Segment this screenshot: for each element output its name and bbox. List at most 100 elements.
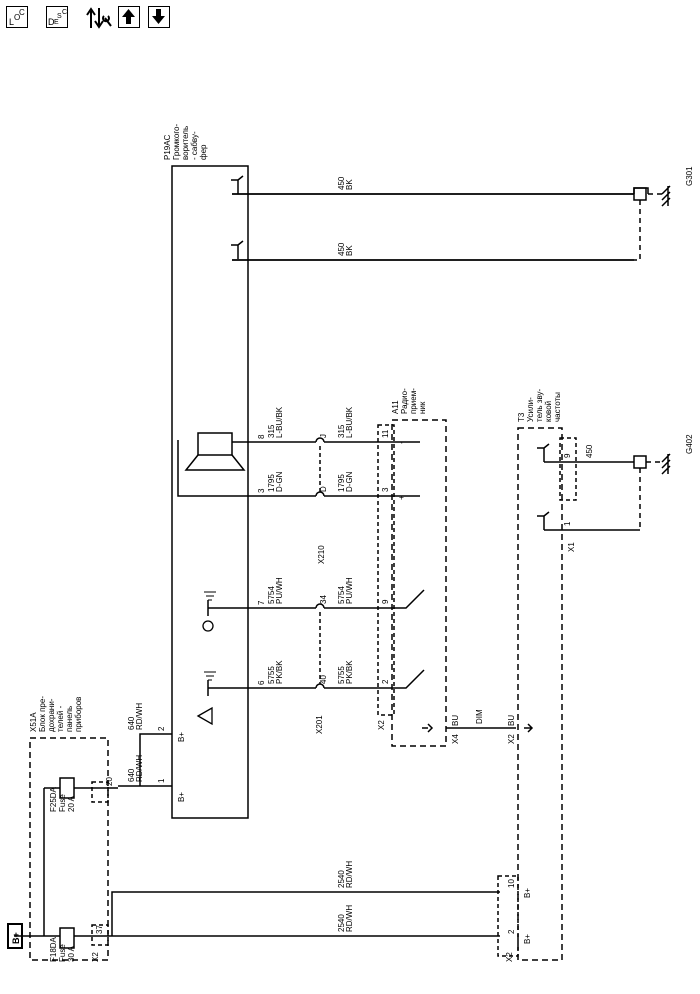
pin-3: 3 xyxy=(257,488,266,493)
wire-2540a-circuit: 2540 xyxy=(337,870,346,888)
pin-8: 8 xyxy=(257,434,266,439)
p19ac-name-1: Громкого- xyxy=(172,123,181,160)
wire-450b-circuit: 450 xyxy=(337,242,346,256)
wire-dim-label: DIM xyxy=(475,709,484,724)
pin-bu-a11: BU xyxy=(451,715,460,726)
t3-name-1: Усили- xyxy=(526,397,535,422)
wire-1795b-color: D-GN xyxy=(345,471,354,492)
diagnostic-info-icon[interactable] xyxy=(86,6,114,30)
pin-34: 34 xyxy=(319,595,328,604)
pin-2-t3: 2 xyxy=(507,929,516,934)
a11-name-3: ник xyxy=(418,401,427,414)
pin-bplus-t3b: B+ xyxy=(523,934,532,944)
previous-page-button[interactable] xyxy=(118,6,140,28)
wire-550a-circuit: 450 xyxy=(585,444,594,458)
pin-2: 2 xyxy=(157,726,166,731)
pin-6: 6 xyxy=(257,680,266,685)
wire-640a-circuit: 640 xyxy=(127,716,136,730)
wire-1795b-circuit: 1795 xyxy=(337,474,346,492)
ground-symbols xyxy=(196,591,216,726)
t3-name-3: ковой xyxy=(544,401,553,422)
a11-name-2: прием- xyxy=(409,388,418,414)
pin-37: 37 xyxy=(95,925,104,934)
pin-10: 10 xyxy=(507,879,516,888)
fuse-f25da-name: F25DA xyxy=(49,786,58,812)
x51a-name-1: Блок пре- xyxy=(38,696,47,732)
speaker-icon xyxy=(184,432,246,471)
pin-2-a11: 2 xyxy=(381,679,390,684)
arrow-up-icon xyxy=(122,9,135,24)
a11-box xyxy=(391,419,447,747)
ground-g402-icon xyxy=(661,453,671,475)
connector-x1: X1 xyxy=(567,542,576,552)
pin-d: D xyxy=(319,486,328,492)
pin-j-icon xyxy=(315,437,325,443)
location-button[interactable]: L O C xyxy=(6,6,28,28)
battery-bplus-box xyxy=(7,923,23,949)
wire-5754a-circuit: 5754 xyxy=(267,586,276,604)
fuse-f25da-rating: 20 A xyxy=(67,795,76,812)
wire-5754a-color: PU/WH xyxy=(275,577,284,604)
ground-g402-label: G402 xyxy=(685,434,694,454)
fuse-f18da-type: Fuse xyxy=(58,944,67,962)
internal-ground-icon xyxy=(231,175,244,259)
t3-box xyxy=(517,427,563,961)
t3-name-4: частоты xyxy=(553,392,562,422)
p19ac-name-4: фер xyxy=(199,144,208,160)
wire-640b-circuit: 640 xyxy=(127,768,136,782)
pin-bu-t3: BU xyxy=(507,715,516,726)
p19ac-box xyxy=(171,165,249,819)
wire-2540b-circuit: 2540 xyxy=(337,914,346,932)
connector-x2-a11: X2 xyxy=(377,720,386,730)
x51a-name-5: приборов xyxy=(74,697,83,732)
x51a-name-4: панель xyxy=(65,706,74,732)
a11-name-1: Радио- xyxy=(400,388,409,414)
wire-640b-color: RD/WH xyxy=(135,755,144,782)
wire-315b-color: L-BU/BK xyxy=(345,406,354,438)
description-button[interactable]: D E S C xyxy=(46,6,68,28)
pin-bplus-top: B+ xyxy=(177,732,186,742)
pin-9-t3: 9 xyxy=(563,453,572,458)
wire-5755a-circuit: 5755 xyxy=(267,666,276,684)
pin-9-a11: 9 xyxy=(381,599,390,604)
t3-name-2: тель зву- xyxy=(535,388,544,422)
wire-450a-color: BK xyxy=(345,179,354,190)
pin-20: 20 xyxy=(105,777,114,786)
pin-1-t3: 1 xyxy=(563,521,572,526)
power-icon xyxy=(202,620,214,632)
wire-315b-circuit: 315 xyxy=(337,424,346,438)
fuse-f25da-type: Fuse xyxy=(58,794,67,812)
connector-x2-x51a: X2 xyxy=(91,952,100,962)
x51a-ref: X51A xyxy=(29,712,38,732)
wire-2540b-color: RD/WH xyxy=(345,905,354,932)
pin-7: 7 xyxy=(257,600,266,605)
wire-5755b-color: PK/BK xyxy=(345,660,354,684)
wire-1795a-color: D-GN xyxy=(275,471,284,492)
p19ac-name-2: воритель xyxy=(181,126,190,160)
pin-plus: + xyxy=(397,495,406,500)
wire-2540a-color: RD/WH xyxy=(345,861,354,888)
wire-450b-color: BK xyxy=(345,245,354,256)
x51a-name-3: телей - xyxy=(56,705,65,732)
pin-3-a11: 3 xyxy=(381,487,390,492)
fuse-f18da-rating: 30 A xyxy=(67,945,76,962)
toolbar: L O C D E S C xyxy=(6,6,206,40)
pin-bplus-t3a: B+ xyxy=(523,888,532,898)
wire-5754b-color: PU/WH xyxy=(345,577,354,604)
ground-g301-label: G301 xyxy=(685,166,694,186)
connector-x201: X201 xyxy=(315,715,324,734)
wire-5754b-circuit: 5754 xyxy=(337,586,346,604)
arrow-down-icon xyxy=(152,9,165,24)
pin-j: J xyxy=(319,434,328,438)
internal-ground-t3-icon xyxy=(537,443,550,530)
wire-315a-circuit: 315 xyxy=(267,424,276,438)
pin-11: 11 xyxy=(381,429,390,438)
wire-640a-color: RD/WH xyxy=(135,703,144,730)
p19ac-name-3: - сабву- xyxy=(190,131,199,160)
connector-x2-t3: X2 xyxy=(507,734,516,744)
connector-x4: X4 xyxy=(451,734,460,744)
wire-1795a-circuit: 1795 xyxy=(267,474,276,492)
pin-1: 1 xyxy=(157,778,166,783)
next-page-button[interactable] xyxy=(148,6,170,28)
